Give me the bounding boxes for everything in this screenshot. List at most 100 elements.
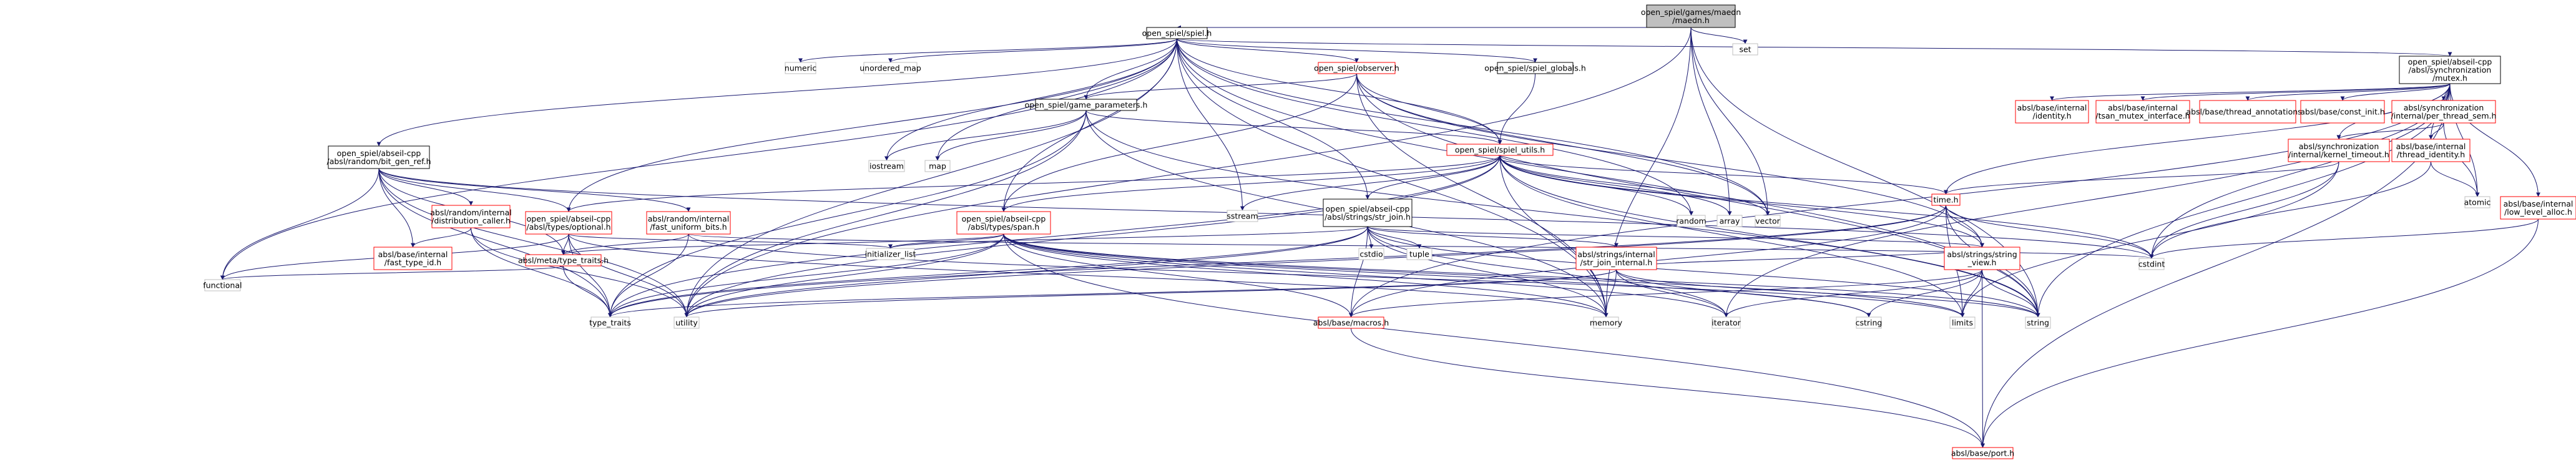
node-type_traits_h-label-line-0: absl/meta/type_traits.h <box>518 256 609 265</box>
node-numeric-label-line-0: numeric <box>785 64 816 73</box>
node-thread_ann-box <box>2199 100 2296 124</box>
edge-string_view-to-macros <box>1349 269 1982 318</box>
node-port-box <box>1952 447 2014 459</box>
node-mutex[interactable]: open_spiel/abseil-cpp/absl/synchronizati… <box>2399 56 2501 84</box>
node-random-box <box>1677 215 1706 227</box>
edge-time-to-string_view <box>1946 205 1984 248</box>
node-port: absl/base/port.h <box>1951 447 2014 459</box>
edge-spiel-to-str_join <box>1177 38 1370 200</box>
node-string-box <box>2025 316 2051 329</box>
node-low_level_alloc-label-line-1: /low_level_alloc.h <box>2504 207 2572 217</box>
edge-fast_uniform-to-type_traits_h <box>561 233 689 255</box>
edge-observer-to-game_params <box>1084 73 1357 100</box>
node-vector-box <box>1755 215 1781 227</box>
edge-mutex-to-const_init <box>2340 83 2451 101</box>
node-numeric-box <box>785 62 816 74</box>
edge-string_view-to-cstring <box>1866 269 1982 318</box>
edge-spiel-to-random <box>1177 38 1693 216</box>
node-thread_identity-box <box>2391 139 2471 162</box>
edge-spiel-to-spiel_utils <box>1177 38 1502 145</box>
node-set: set <box>1732 43 1758 56</box>
node-tuple-label-line-0: tuple <box>1409 250 1429 259</box>
edge-mutex-to-tsan <box>2140 83 2451 101</box>
node-limits-label-line-0: limits <box>1952 318 1973 328</box>
edge-spiel-to-mutex <box>1177 38 2452 57</box>
node-span: open_spiel/abseil-cpp/absl/types/span.h <box>956 211 1051 235</box>
node-limits-box <box>1949 316 1976 329</box>
edge-spiel_utils-to-array <box>1499 155 1732 216</box>
node-iterator-label-line-0: iterator <box>1712 318 1741 328</box>
node-string: string <box>2025 316 2051 329</box>
node-macros: absl/base/macros.h <box>1313 316 1389 329</box>
node-span-label-line-1: /absl/types/span.h <box>968 222 1040 232</box>
edge-spiel_utils-to-string_view <box>1499 155 1984 248</box>
edge-spiel_utils-to-time <box>1499 155 1948 195</box>
edge-bit_gen_ref-to-distribution_caller <box>378 168 473 206</box>
node-observer: open_spiel/observer.h <box>1314 62 1399 74</box>
edge-spiel-to-bit_gen_ref <box>376 38 1177 147</box>
edge-spiel_utils-to-type_traits <box>608 155 1501 318</box>
node-time: time.h <box>1931 193 1961 206</box>
edge-spiel-to-optional <box>566 38 1177 212</box>
node-initializer_list-box <box>866 248 915 260</box>
node-sstream-box <box>1227 210 1258 222</box>
edge-distribution_caller-to-fast_type_id <box>411 227 471 248</box>
edge-str_join-to-initializer_list <box>888 226 1368 249</box>
edge-spiel_utils-to-utility <box>684 155 1501 318</box>
node-unordered_map: unordered_map <box>859 62 921 74</box>
edge-spiel-to-span <box>1001 38 1177 212</box>
node-initializer_list: initializer_list <box>865 248 916 260</box>
edge-spiel-to-vector <box>1177 38 1770 216</box>
edge-spiel_utils-to-sstream <box>1240 155 1501 211</box>
edge-bit_gen_ref-to-optional <box>378 168 571 212</box>
edge-str_join_internal-to-string_view <box>1616 247 1984 270</box>
node-spiel[interactable]: open_spiel/spiel.h <box>1142 27 1212 39</box>
edge-low_level_alloc-to-cstdint <box>2149 218 2539 259</box>
edge-spiel-to-iostream <box>884 38 1177 161</box>
node-atomic: atomic <box>2464 196 2490 208</box>
node-const_init: absl/base/const_init.h <box>2300 100 2385 124</box>
edge-thread_identity-to-cstdint <box>2149 161 2431 259</box>
node-fast_uniform-box <box>646 211 731 235</box>
edge-game_params-to-spiel_utils <box>1085 110 1502 145</box>
node-cstring-label-line-0: cstring <box>1856 318 1883 328</box>
node-str_join[interactable]: open_spiel/abseil-cpp/absl/strings/str_j… <box>1323 198 1413 227</box>
node-string-label-line-0: string <box>2027 318 2049 328</box>
node-limits: limits <box>1949 316 1976 329</box>
node-distribution_caller-label-line-0: absl/random/internal <box>430 208 511 217</box>
edge-str_join-to-iterator <box>1367 226 1728 318</box>
edge-spiel-to-utility <box>684 38 1177 318</box>
edge-str_join_internal-to-type_traits <box>608 269 1617 318</box>
edge-time-to-cstdint <box>1946 205 2154 259</box>
node-globals[interactable]: open_spiel/spiel_globals.h <box>1484 62 1586 74</box>
edge-spiel_utils-to-memory <box>1499 155 1609 318</box>
node-distribution_caller-label-line-1: /distribution_caller.h <box>431 216 511 225</box>
node-set-box <box>1732 43 1758 56</box>
node-string_view-label-line-1: _view.h <box>1967 258 1997 267</box>
node-iterator-box <box>1712 316 1741 329</box>
node-tsan-label-line-1: /tsan_mutex_interface.h <box>2095 111 2190 120</box>
edge-str_join-to-type_traits <box>608 226 1368 318</box>
edge-spiel_utils-to-str_join <box>1365 155 1501 200</box>
node-fast_type_id-label-line-0: absl/base/internal <box>378 250 448 259</box>
edge-game_params-to-iostream <box>884 110 1087 161</box>
node-bit_gen_ref[interactable]: open_spiel/abseil-cpp/absl/random/bit_ge… <box>327 145 431 169</box>
edge-span-to-memory <box>1003 233 1609 318</box>
edge-spiel-to-memory <box>1177 38 1609 318</box>
edge-span-to-initializer_list <box>888 233 1004 249</box>
node-vector: vector <box>1755 215 1781 227</box>
edge-string_view-to-string <box>1982 269 2040 318</box>
node-type_traits-box <box>590 316 630 329</box>
node-fast_uniform: absl/random/internal/fast_uniform_bits.h <box>646 211 731 235</box>
node-game_params[interactable]: open_spiel/game_parameters.h <box>1025 99 1148 111</box>
edge-optional-to-memory <box>568 233 1609 318</box>
node-time-label-line-0: time.h <box>1933 195 1958 205</box>
node-const_init-box <box>2300 100 2385 124</box>
edge-span-to-utility <box>684 233 1004 318</box>
edge-span-to-type_traits_h <box>561 233 1004 255</box>
node-maedn[interactable]: open_spiel/games/maedn/maedn.h <box>1641 4 1741 28</box>
node-tuple-box <box>1406 248 1432 260</box>
node-kernel_timeout: absl/synchronization/internal/kernel_tim… <box>2288 139 2390 162</box>
node-per_thread_sem: absl/synchronization/internal/per_thread… <box>2391 100 2496 124</box>
